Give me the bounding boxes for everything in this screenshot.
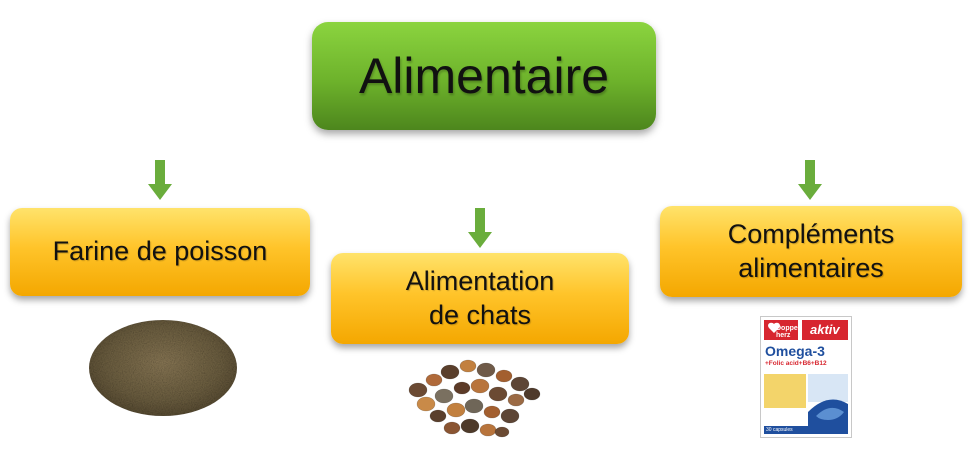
product-count: 30 capsules — [766, 427, 793, 433]
cat-kibble-image — [408, 359, 541, 438]
node-label: Alimentation de chats — [405, 265, 555, 330]
node-label: Farine de poisson — [52, 236, 268, 267]
down-arrow-icon — [798, 160, 822, 200]
fish-meal-image — [89, 320, 237, 416]
root-node-label: Alimentaire — [358, 48, 610, 104]
node-alimentation-de-chats: Alimentation de chats — [331, 253, 629, 344]
supplement-box-image: Doppel herz aktiv Omega-3 +Folic acid+B6… — [760, 316, 852, 438]
down-arrow-icon — [468, 208, 492, 248]
product-subtitle: +Folic acid+B6+B12 — [765, 360, 827, 367]
node-complements-alimentaires: Compléments alimentaires — [660, 206, 962, 297]
node-farine-de-poisson: Farine de poisson — [10, 208, 310, 296]
node-label: Compléments alimentaires — [727, 218, 895, 283]
product-name: Omega-3 — [765, 343, 825, 359]
root-node-alimentaire: Alimentaire — [312, 22, 656, 130]
product-brand: Doppel herz — [776, 325, 800, 339]
down-arrow-icon — [148, 160, 172, 200]
product-line: aktiv — [810, 322, 840, 337]
